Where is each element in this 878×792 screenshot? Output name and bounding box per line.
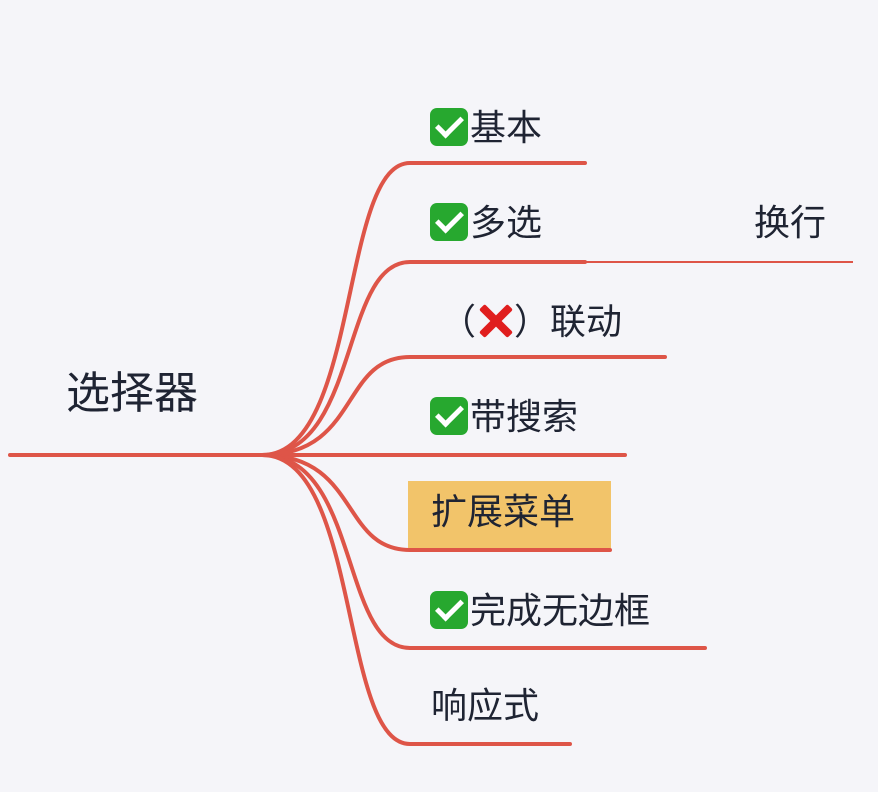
connector-extend-menu [260, 453, 612, 552]
check-icon [430, 397, 468, 435]
branch-label: 多选 [470, 203, 543, 244]
check-icon [430, 108, 468, 146]
branch-node-linkage[interactable]: （ ）联动 [440, 302, 622, 341]
branch-node-multiselect[interactable]: 多选 [430, 203, 542, 242]
branch-label: 带搜索 [470, 397, 579, 438]
branch-label: 完成无边框 [470, 591, 651, 632]
connector-multiselect [260, 260, 587, 457]
branch-label: 基本 [470, 108, 543, 149]
selected-node-highlight [408, 481, 611, 548]
connector-linkage [260, 355, 667, 457]
connector-borderless [260, 453, 707, 650]
branch-node-borderless[interactable]: 完成无边框 [430, 591, 650, 630]
branch-node-extend-menu[interactable]: 扩展菜单 [431, 492, 576, 533]
branch-node-basic[interactable]: 基本 [430, 108, 542, 147]
branch-node-search[interactable]: 带搜索 [430, 397, 578, 436]
paren-close: ） [514, 302, 551, 343]
cross-icon [476, 302, 514, 340]
child-node-wrap[interactable]: 换行 [754, 203, 827, 244]
root-node-label[interactable]: 选择器 [66, 368, 198, 419]
check-icon [430, 203, 468, 241]
paren-open: （ [440, 302, 477, 343]
connector-responsive [260, 453, 572, 746]
branch-label: 联动 [550, 302, 623, 343]
connector-basic [260, 161, 587, 457]
check-icon [430, 591, 468, 629]
branch-node-responsive[interactable]: 响应式 [431, 686, 540, 727]
